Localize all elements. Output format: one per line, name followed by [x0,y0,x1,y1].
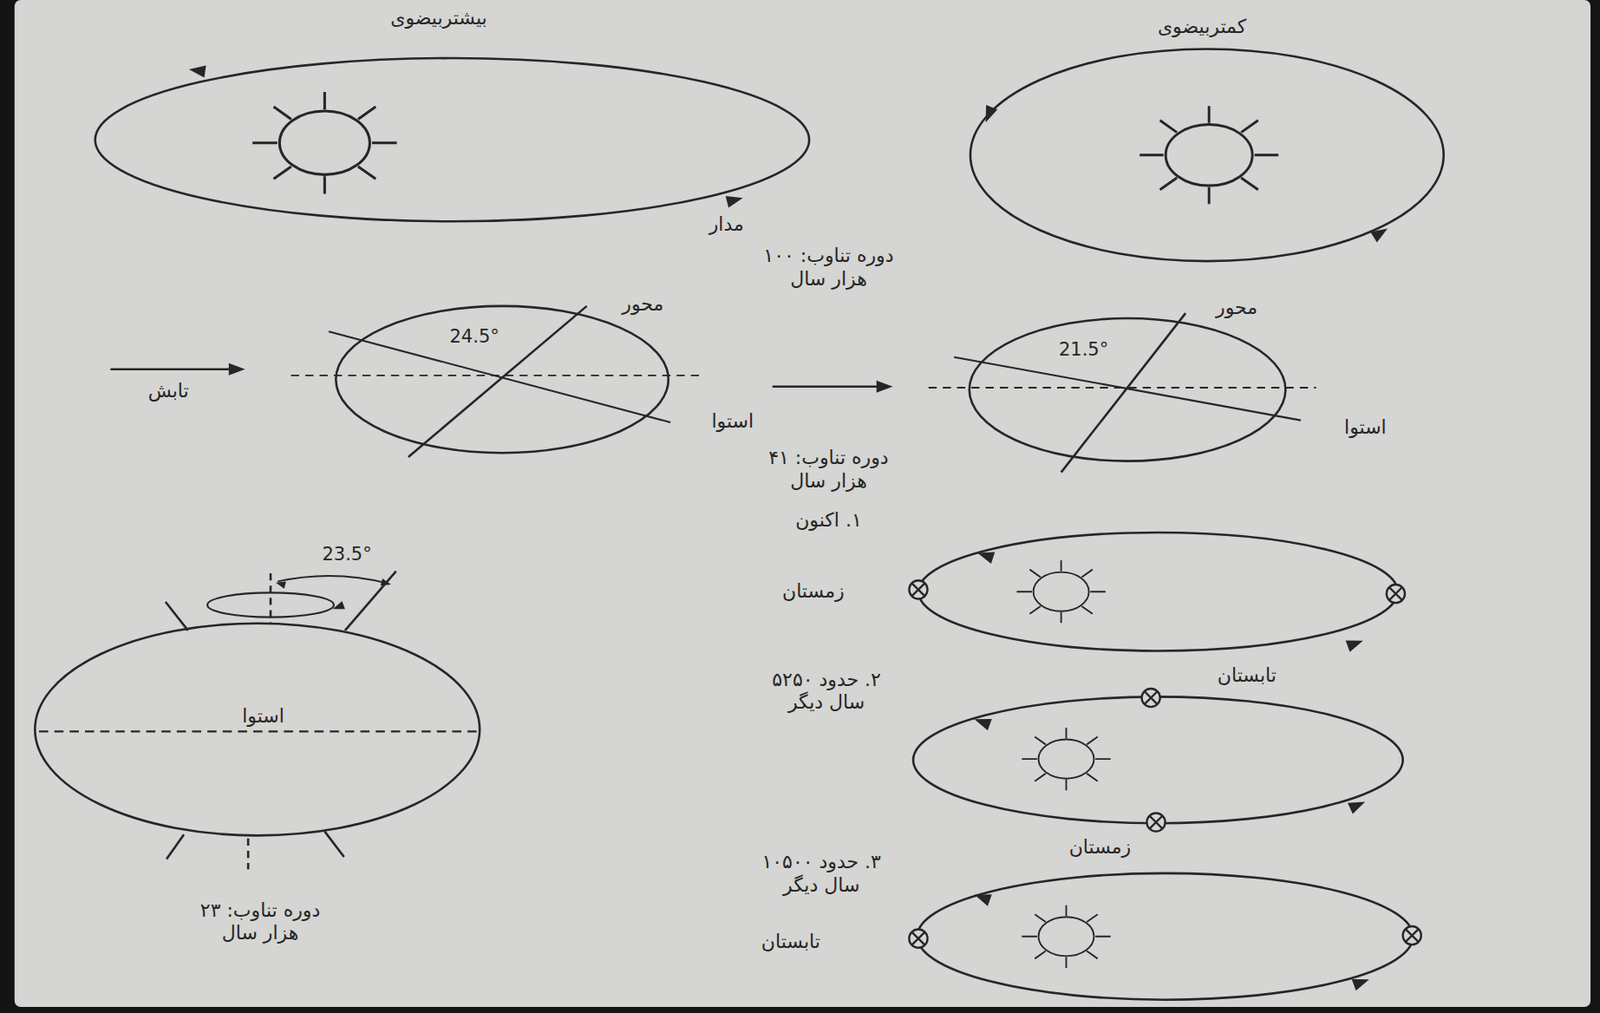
orbit-arrowhead [1351,973,1372,992]
orbit-ellipse [913,696,1404,823]
radiation-arrow [772,385,879,388]
text-label: محور [1213,295,1261,320]
earth-outline [335,306,668,453]
axis-line [1061,313,1187,472]
sun-symbol [1021,727,1111,791]
text-label: ۲. حدود ۵۲۵۰ سال دیگر [750,666,903,715]
radiation-arrow [110,368,231,372]
orbit-circle [970,48,1444,262]
text-label: ۳. حدود ۱۰۵۰۰ سال دیگر [744,849,898,898]
season-marker [1146,812,1165,831]
obliquity-left [110,306,699,458]
orbit-arrowhead [972,713,993,732]
axis-line [408,306,588,458]
season-marker [1142,688,1161,707]
text-label: مدار [706,212,747,237]
sun-symbol [1139,105,1279,204]
orbit-arrowhead [979,104,998,125]
eccentricity-orbits [95,48,1444,262]
text-label: دوره تناوب: ۲۳ هزار سال [190,897,331,946]
season-marker [1403,926,1422,945]
season-marker [908,580,928,599]
text-label: استوا [239,704,288,729]
earth-outline [969,318,1287,462]
angle-label: 21.5° [1056,338,1111,362]
angle-arc [277,575,389,584]
orbit-arrowhead [725,191,745,208]
sun-symbol [1021,905,1111,968]
text-label: زمستان [779,579,848,604]
orbit-ellipse [95,58,810,222]
spin-ellipse [207,592,334,617]
sun-symbol [252,91,397,194]
arc-arrowhead [380,578,392,588]
text-label: تابستان [1214,663,1280,688]
text-label: تابش [145,378,192,403]
orbit-ellipse [918,532,1398,651]
season-marker [908,929,928,948]
text-label: کمتربیضوی [1155,13,1249,39]
text-label: ۱. اکنون [792,508,865,533]
angle-label: 23.5° [319,543,374,568]
orbit-arrowhead [972,888,993,907]
sun-symbol [1016,560,1105,623]
text-label: دوره تناوب: ۴۱ هزار سال [758,445,899,494]
text-label: تابستان [758,929,823,954]
season-marker [1386,584,1405,603]
axis-stub [166,834,184,859]
text-label: بیشتربیضوی [387,6,490,31]
radiation-arrowhead [876,380,894,393]
arc-arrowhead [274,579,287,589]
text-label: محور [619,291,667,316]
axis-stub [165,601,189,631]
axis-stub [324,831,344,857]
orbit-arrowhead [1370,222,1391,242]
orbit-arrowhead [1345,634,1366,653]
orbit-arrowhead [1347,796,1368,815]
spin-arrowhead [331,600,346,614]
equator-line [953,357,1301,421]
orbit-arrowhead [975,547,995,564]
text-label: زمستان [1066,834,1135,859]
radiation-arrowhead [228,363,246,376]
orbit-ellipse [917,873,1414,1000]
text-label: دوره تناوب: ۱۰۰ هزار سال [758,243,899,292]
text-label: استوا [708,409,757,434]
text-label: استوا [1341,415,1390,440]
earth-outline [34,623,480,836]
orbit-arrowhead [188,63,207,79]
precession-globe [34,571,480,869]
angle-label: 24.5° [447,326,503,350]
vertical-axis [247,838,250,869]
plane-line [291,374,699,377]
equator-line [39,730,478,732]
precession-orbits [913,532,1413,1000]
page-ground [14,0,1591,1007]
plane-line [928,386,1317,389]
